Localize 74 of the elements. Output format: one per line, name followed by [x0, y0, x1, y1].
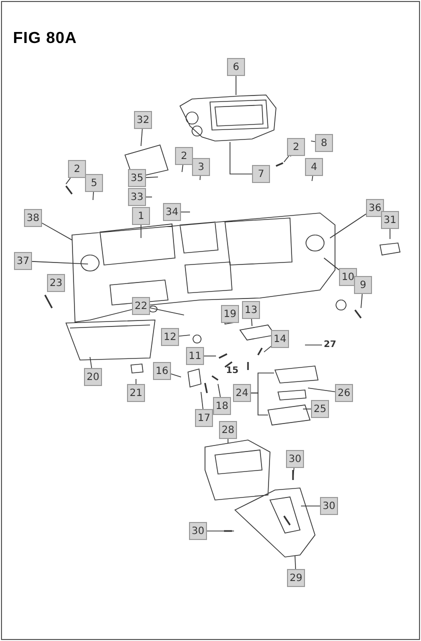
leader-line — [324, 258, 340, 270]
leader-line — [251, 318, 252, 326]
leader-line — [218, 384, 221, 398]
leader-line — [330, 214, 366, 238]
callout-number: 15 — [226, 366, 239, 376]
callout-number-box: 20 — [84, 368, 102, 386]
leader-line — [308, 388, 336, 392]
callout-number-box: 3 — [192, 158, 210, 176]
callout-number-box: 24 — [233, 384, 251, 402]
callout-number-box: 14 — [271, 330, 289, 348]
callout-number-box: 37 — [14, 252, 32, 270]
callout-number-box: 2 — [175, 147, 193, 165]
callout-number-box: 25 — [311, 400, 329, 418]
leader-line — [312, 176, 314, 182]
callout-number-box: 10 — [339, 268, 357, 286]
callout-number-box: 2 — [68, 160, 86, 178]
callout-number-box: 1 — [132, 207, 150, 225]
leader-line — [140, 128, 143, 146]
leader-line — [32, 261, 88, 264]
callout-number-box: 28 — [219, 421, 237, 439]
callout-number-box: 12 — [161, 328, 179, 346]
callout-number-box: 34 — [163, 203, 181, 221]
callout-number-box: 26 — [335, 384, 353, 402]
callout-number: 27 — [322, 338, 338, 352]
callout-number-box: 11 — [186, 347, 204, 365]
callout-number-box: 30 — [189, 522, 207, 540]
leader-line — [360, 294, 363, 308]
leader-line — [230, 142, 252, 174]
callout-number-box: 38 — [24, 209, 42, 227]
leader-line — [170, 373, 182, 378]
callout-number-box: 6 — [227, 58, 245, 76]
figure-title: FIG 80A — [13, 30, 77, 48]
callout-number-box: 30 — [320, 497, 338, 515]
callout-number-box: 2 — [287, 138, 305, 156]
leader-line — [90, 356, 92, 368]
callout-number-box: 21 — [127, 384, 145, 402]
leader-line — [200, 176, 201, 180]
leader-line — [264, 346, 272, 352]
callout-number-box: 4 — [305, 158, 323, 176]
callout-number-box: 31 — [381, 211, 399, 229]
callout-number-box: 29 — [287, 569, 305, 587]
callout-number-box: 35 — [128, 169, 146, 187]
leader-line — [200, 392, 204, 410]
leader-line — [150, 307, 184, 316]
leader-line — [146, 196, 152, 198]
callout-number-box: 8 — [315, 134, 333, 152]
callout-number-box: 19 — [221, 305, 239, 323]
callout-number-box: 33 — [128, 188, 146, 206]
leader-line — [304, 344, 322, 346]
callout-number-box: 17 — [195, 409, 213, 427]
leader-line — [92, 192, 94, 200]
callout-number-box: 16 — [153, 362, 171, 380]
callout-number-box: 32 — [134, 111, 152, 129]
leader-line — [310, 140, 316, 142]
leader-line — [66, 178, 71, 184]
leader-line — [42, 222, 72, 240]
leader-line — [284, 156, 290, 162]
leader-line — [250, 392, 268, 416]
leader-line — [140, 224, 142, 238]
callout-number-box: 7 — [252, 165, 270, 183]
callout-number-box: 9 — [354, 276, 372, 294]
callout-number-box: 5 — [85, 174, 103, 192]
callout-number-box: 30 — [286, 450, 304, 468]
leader-line — [292, 468, 294, 478]
leader-line — [146, 176, 158, 178]
callout-number-box: 22 — [132, 297, 150, 315]
leader-line — [178, 334, 190, 336]
callout-number-box: 13 — [242, 301, 260, 319]
callout-number-box: 36 — [366, 199, 384, 217]
leader-line — [206, 530, 234, 532]
leader-line — [302, 408, 312, 410]
leader-line — [294, 556, 296, 570]
callout-number-box: 18 — [213, 397, 231, 415]
callout-number-box: 23 — [47, 274, 65, 292]
